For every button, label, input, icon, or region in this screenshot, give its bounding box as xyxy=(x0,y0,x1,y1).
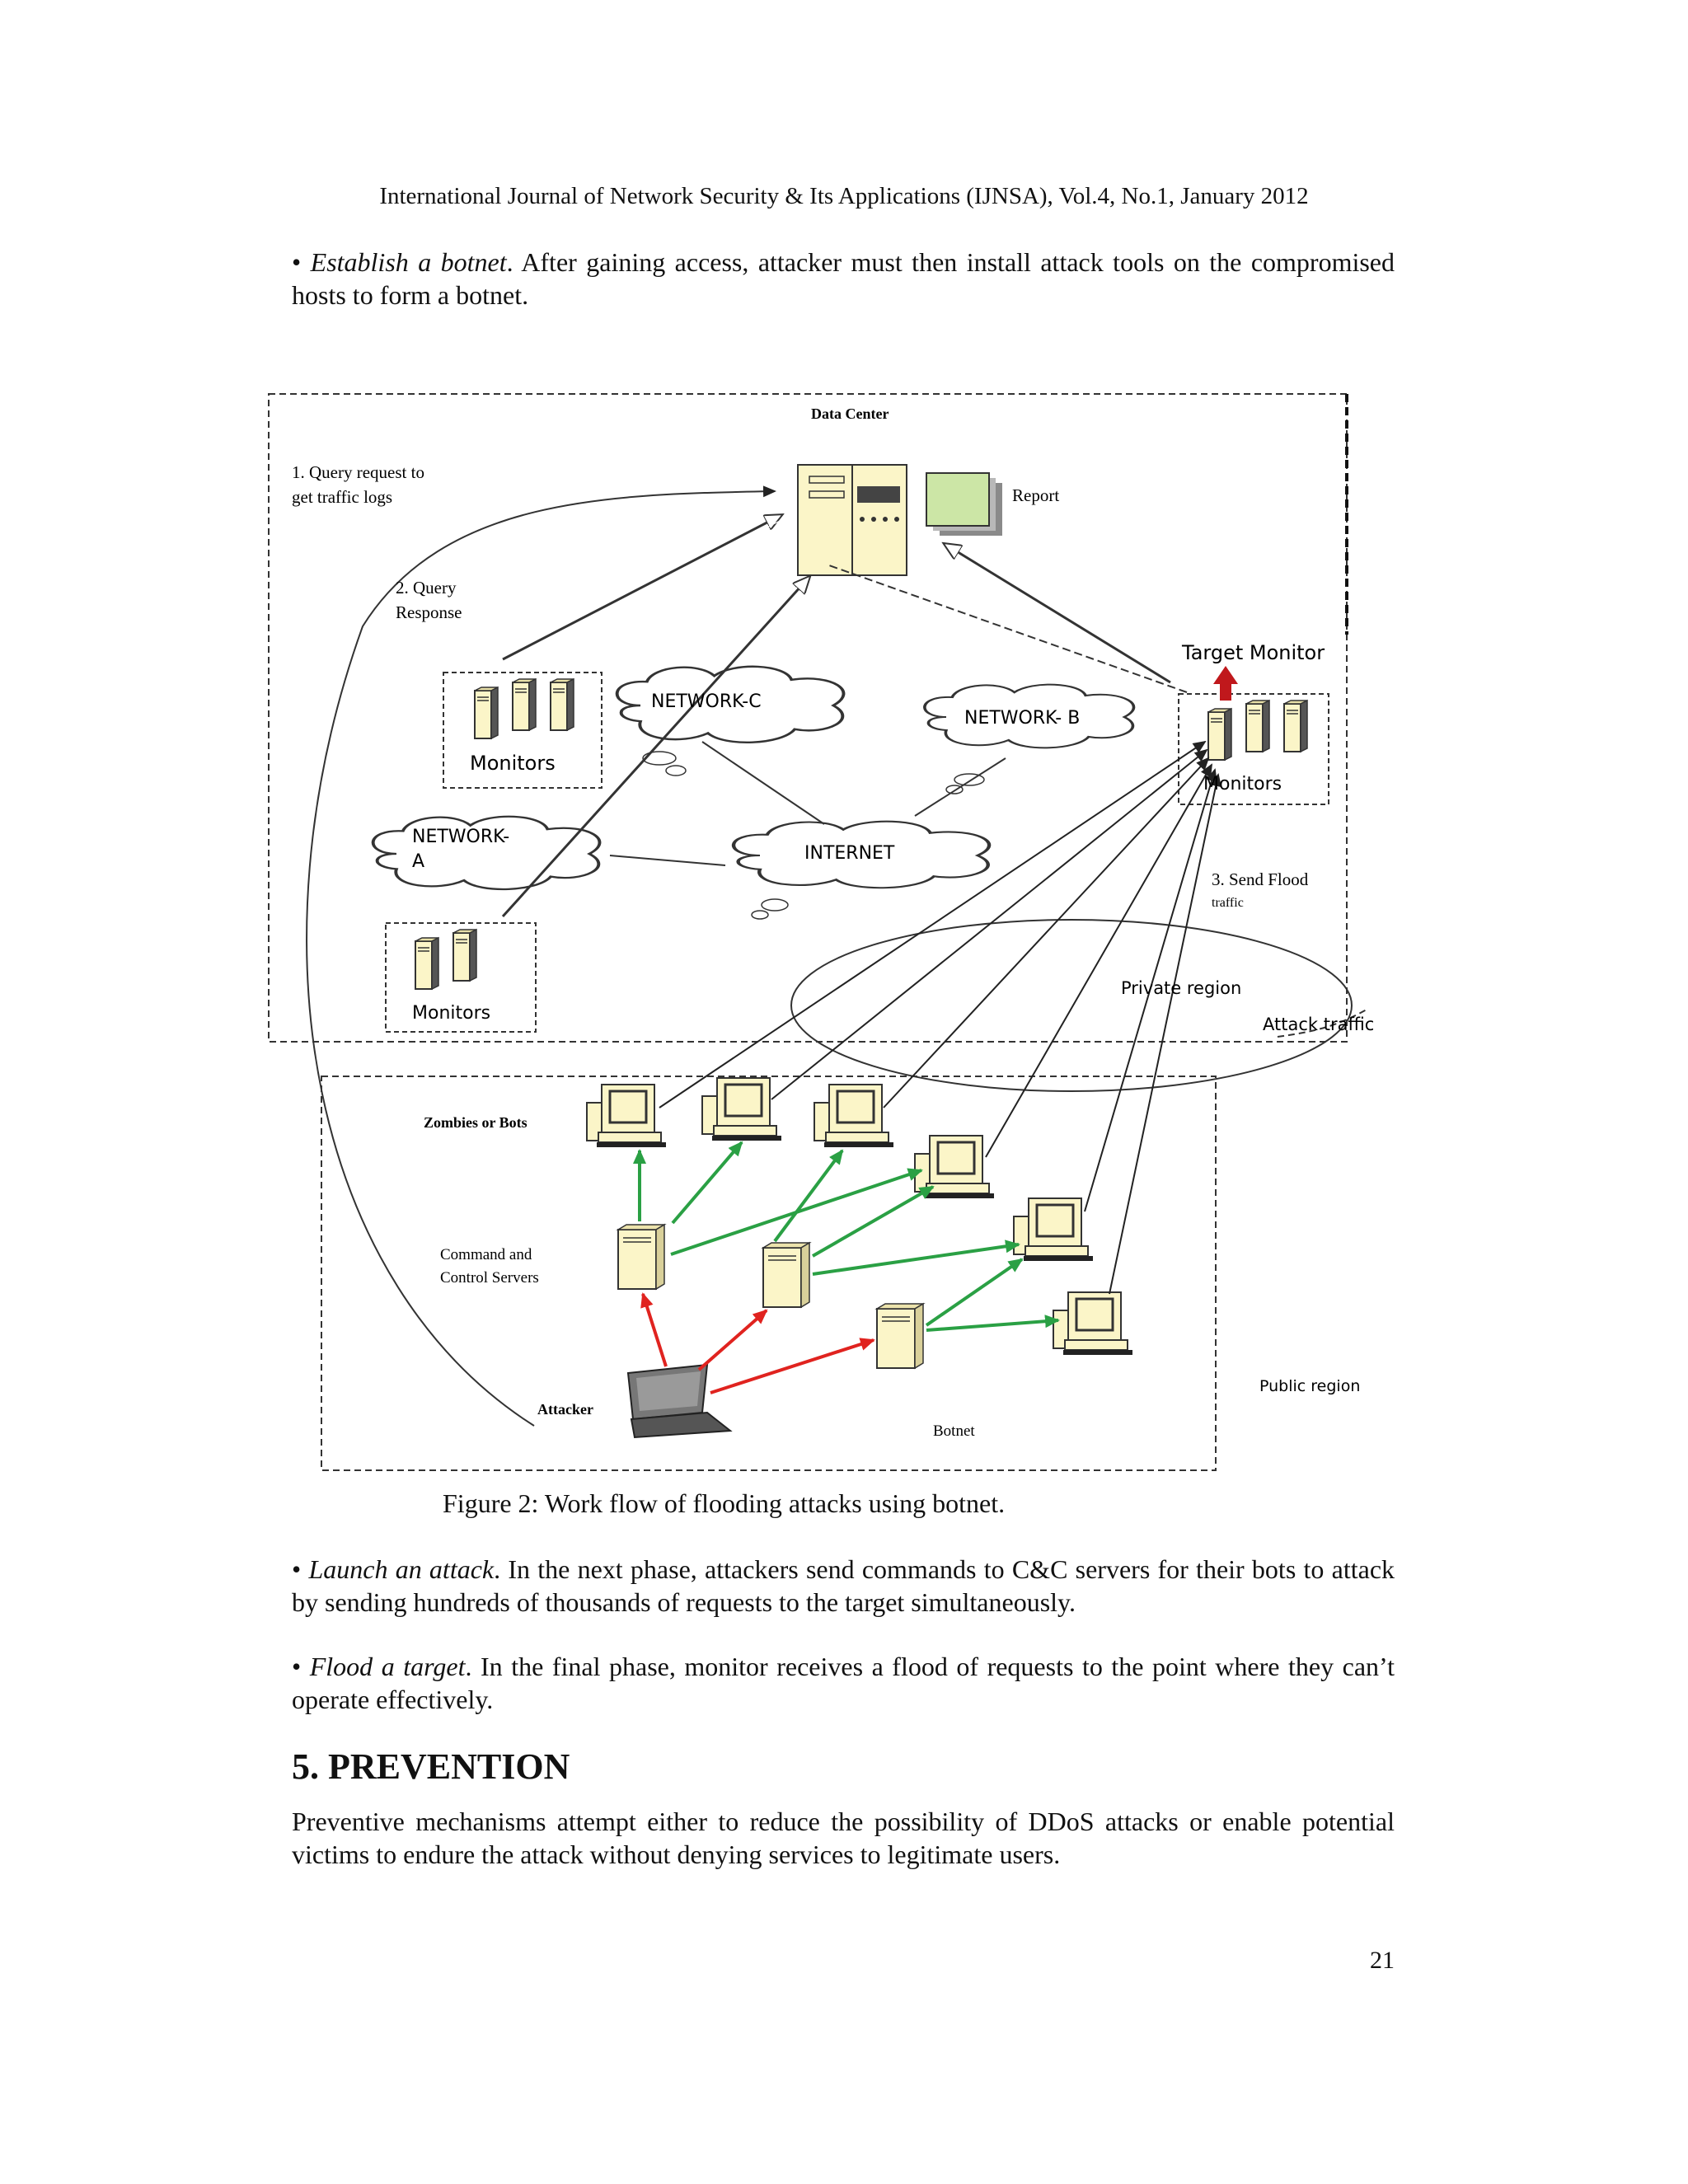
target-arrow-icon xyxy=(1213,666,1238,701)
data-center-server-icon xyxy=(797,464,907,576)
private-region-box xyxy=(268,393,1348,1043)
bot-computer-icon xyxy=(701,1076,783,1142)
target-monitor-label: Target Monitor xyxy=(1181,641,1325,664)
attacker-label: Attacker xyxy=(537,1401,593,1418)
cc-label: Command and xyxy=(440,1246,532,1263)
term-flood-target: Flood a target xyxy=(309,1652,466,1681)
public-region-box xyxy=(321,1076,1217,1471)
step1-label: 1. Query request to xyxy=(292,462,424,482)
internet-label: INTERNET xyxy=(804,843,895,864)
bot-computer-icon xyxy=(813,1083,895,1149)
step2-label-2: Response xyxy=(396,602,462,622)
paragraph-prevention: Preventive mechanisms attempt either to … xyxy=(292,1807,1395,1869)
private-region-ellipse xyxy=(790,919,1353,1092)
cc-server-icon xyxy=(876,1303,924,1369)
paragraph-flood-target: • Flood a target. In the final phase, mo… xyxy=(292,1650,1395,1716)
step1-label-2: get traffic logs xyxy=(292,487,392,507)
network-c-label: NETWORK-C xyxy=(651,691,762,712)
bot-computer-icon xyxy=(585,1083,668,1149)
bullet: • xyxy=(292,1652,310,1681)
report-label: Report xyxy=(1012,485,1059,505)
zombies-label: Zombies or Bots xyxy=(424,1114,528,1131)
public-region-label: Public region xyxy=(1259,1377,1360,1395)
botnet-workflow-figure: Data Center 1. Query request to get traf… xyxy=(268,393,1374,1471)
network-a-label: NETWORK- xyxy=(412,827,509,847)
term-launch-attack: Launch an attack xyxy=(308,1554,495,1584)
botnet-label: Botnet xyxy=(933,1422,975,1440)
monitors-icon xyxy=(415,929,477,990)
monitors-c-label: Monitors xyxy=(470,752,556,775)
term-establish-botnet: Establish a botnet xyxy=(310,247,507,277)
bot-computer-icon xyxy=(1012,1197,1095,1263)
step3-label-2: traffic xyxy=(1212,896,1244,910)
bullet: • xyxy=(292,1554,309,1584)
attacker-laptop-icon xyxy=(626,1363,733,1439)
data-center-label: Data Center xyxy=(811,405,889,422)
step3-label: 3. Send Flood xyxy=(1212,869,1309,889)
paragraph-text: . After gaining access, attacker must th… xyxy=(292,247,1395,310)
attack-traffic-label: Attack traffic xyxy=(1263,1015,1374,1034)
paragraph-text: . In the final phase, monitor receives a… xyxy=(292,1652,1395,1714)
network-b-label: NETWORK- B xyxy=(964,708,1080,729)
monitors-a-label: Monitors xyxy=(412,1003,490,1024)
private-region-label: Private region xyxy=(1121,978,1241,998)
paragraph-text: . In the next phase, attackers send comm… xyxy=(292,1554,1395,1617)
bot-computer-icon xyxy=(1052,1291,1134,1357)
step2-label: 2. Query xyxy=(396,578,457,598)
bullet: • xyxy=(292,247,311,277)
cc-label-2: Control Servers xyxy=(440,1269,539,1286)
monitors-b-label: Monitors xyxy=(1203,774,1282,794)
cc-server-icon xyxy=(762,1242,810,1308)
section-heading: 5. PREVENTION xyxy=(292,1746,570,1787)
paragraph-launch-attack: • Launch an attack. In the next phase, a… xyxy=(292,1553,1395,1619)
monitors-icon xyxy=(1208,701,1307,760)
figure-caption: Figure 2: Work flow of flooding attacks … xyxy=(443,1488,1006,1518)
report-icon xyxy=(926,472,1002,536)
page-number: 21 xyxy=(1370,1947,1395,1974)
paragraph-establish-botnet: • Establish a botnet. After gaining acce… xyxy=(292,246,1395,312)
network-a-label-2: A xyxy=(412,851,424,872)
monitors-icon xyxy=(475,679,574,738)
running-header: International Journal of Network Securit… xyxy=(379,183,1309,209)
cc-server-icon xyxy=(617,1224,665,1290)
